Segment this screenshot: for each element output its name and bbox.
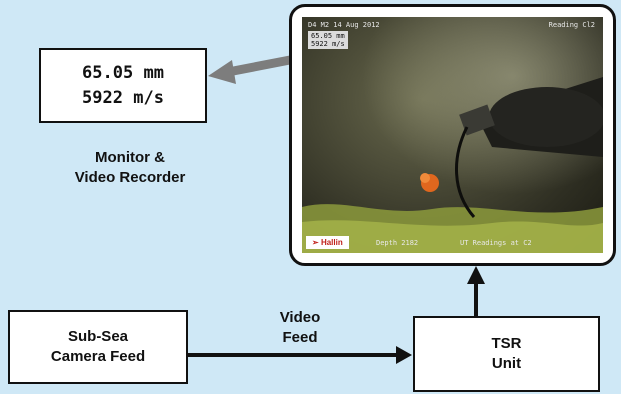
grey-arrow	[208, 55, 291, 84]
osd-depth: Depth 2182	[376, 239, 419, 247]
osd-thickness: 65.05 mm	[311, 32, 345, 40]
osd-ut-readings: UT Readings at C2	[460, 239, 532, 247]
osd-measurement-box: 65.05 mm 5922 m/s	[308, 31, 348, 49]
monitor-label-line1: Monitor &	[95, 149, 165, 166]
monitor-label-line2: Video Recorder	[74, 169, 186, 186]
tsr-line1: TSR	[491, 335, 522, 352]
tsr-to-monitor-arrow	[467, 266, 485, 316]
monitor-frame: D4 M2 14 Aug 2012 Reading Cl2 65.05 mm 5…	[289, 4, 616, 266]
monitor-label: Monitor & Video Recorder	[30, 148, 230, 188]
video-feed-label: Video Feed	[255, 308, 345, 348]
hallin-logo: ➢ Hallin	[306, 236, 349, 249]
osd-velocity: 5922 m/s	[311, 40, 345, 48]
camera-scene	[302, 17, 603, 253]
osd-reading: Reading Cl2	[548, 21, 595, 29]
video-feed-line1: Video	[279, 309, 321, 326]
subsea-camera-box: Sub-Sea Camera Feed	[8, 310, 188, 384]
thickness-value: 65.05 mm	[82, 62, 164, 83]
logo-text: Hallin	[320, 238, 343, 247]
measurement-readout: 65.05 mm 5922 m/s	[39, 48, 207, 123]
subsea-line2: Camera Feed	[50, 348, 146, 365]
tsr-unit-box: TSR Unit	[413, 316, 600, 392]
velocity-value: 5922 m/s	[82, 87, 164, 108]
camera-video-screen: D4 M2 14 Aug 2012 Reading Cl2 65.05 mm 5…	[302, 17, 603, 253]
video-feed-arrow	[188, 346, 412, 364]
tsr-line2: Unit	[491, 355, 522, 372]
subsea-line1: Sub-Sea	[67, 328, 128, 345]
video-feed-line2: Feed	[282, 329, 318, 346]
osd-date: D4 M2 14 Aug 2012	[308, 21, 380, 29]
